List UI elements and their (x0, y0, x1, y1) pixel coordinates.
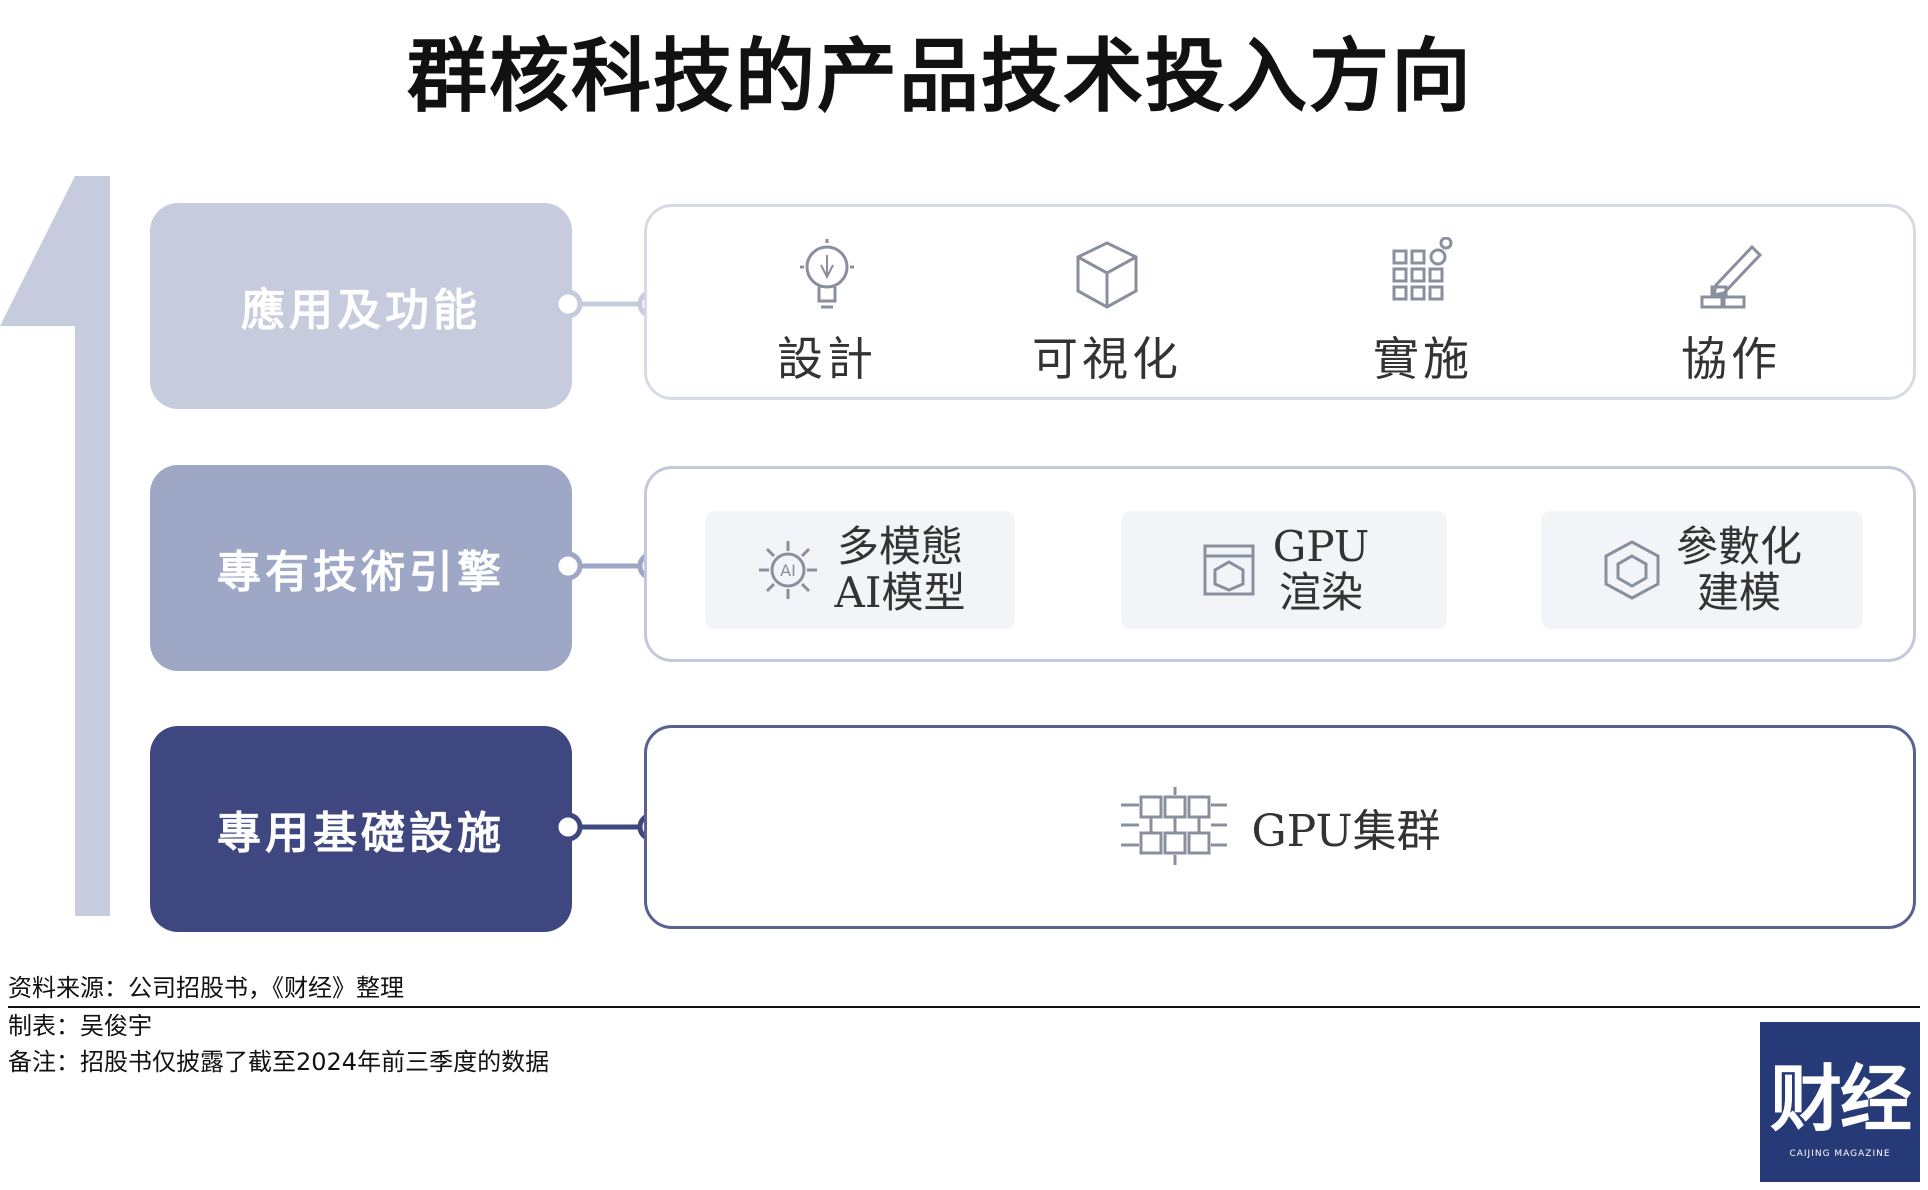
infrastructure-panel: GPU集群 (644, 725, 1916, 929)
remark-note: 备注：招股书仅披露了截至2024年前三季度的数据 (8, 1048, 550, 1076)
maker-note: 制表：吴俊宇 (8, 1012, 152, 1040)
svg-text:AI: AI (780, 561, 796, 580)
pencil-brick-icon (1700, 244, 1763, 309)
caijing-logo: 财经 CAIJING MAGAZINE (1760, 1022, 1920, 1182)
feature-label: 協作 (1681, 332, 1781, 386)
engine-label: 參數化 建模 (1675, 522, 1802, 617)
parametric-cube-icon (1604, 540, 1660, 600)
page-title: 群核科技的产品技术投入方向 (407, 30, 1473, 123)
layer-label-applications: 應用及功能 (150, 203, 572, 409)
source-note: 资料来源：公司招股书，《财经》整理 (8, 970, 1920, 1008)
engine-label: 多模態 AI模型 (834, 522, 966, 617)
upward-arrow (0, 176, 110, 916)
applications-panel: 設計 可視化 實施 協作 (644, 204, 1916, 400)
logo-subtext: CAIJING MAGAZINE (1789, 1149, 1891, 1159)
feature-label: 設計 (777, 332, 877, 386)
grid-blocks-icon (1392, 237, 1453, 301)
cube-icon (1076, 241, 1138, 309)
infrastructure-label: GPU集群 (1251, 806, 1441, 857)
engine-multimodal-ai: AI 多模態 AI模型 (705, 511, 1015, 629)
lightbulb-icon (800, 239, 854, 309)
footnotes: 资料来源：公司招股书，《财经》整理 制表：吴俊宇 备注：招股书仅披露了截至202… (8, 970, 1920, 1080)
ai-gear-icon: AI (758, 541, 817, 599)
feature-design: 設計 (727, 237, 927, 389)
feature-implementation: 實施 (1323, 237, 1523, 389)
render-window-icon (1203, 544, 1255, 596)
feature-label: 實施 (1373, 332, 1473, 386)
infrastructure-item: GPU集群 (647, 728, 1913, 926)
engine-gpu-render: GPU 渲染 (1121, 511, 1447, 629)
layer-label-engines: 專有技術引擎 (150, 465, 572, 671)
engines-panel: AI 多模態 AI模型 GPU 渲染 參數化 (644, 466, 1916, 662)
feature-label: 可視化 (1032, 332, 1182, 386)
layer-label-infrastructure: 專用基礎設施 (150, 726, 572, 932)
engine-label: GPU 渲染 (1272, 522, 1370, 617)
gpu-chip-icon (1121, 787, 1228, 865)
feature-collaboration: 協作 (1631, 237, 1831, 389)
feature-visualization: 可視化 (1007, 237, 1207, 389)
engine-parametric-modeling: 參數化 建模 (1541, 511, 1863, 629)
logo-text: 财经 (1769, 1057, 1912, 1141)
